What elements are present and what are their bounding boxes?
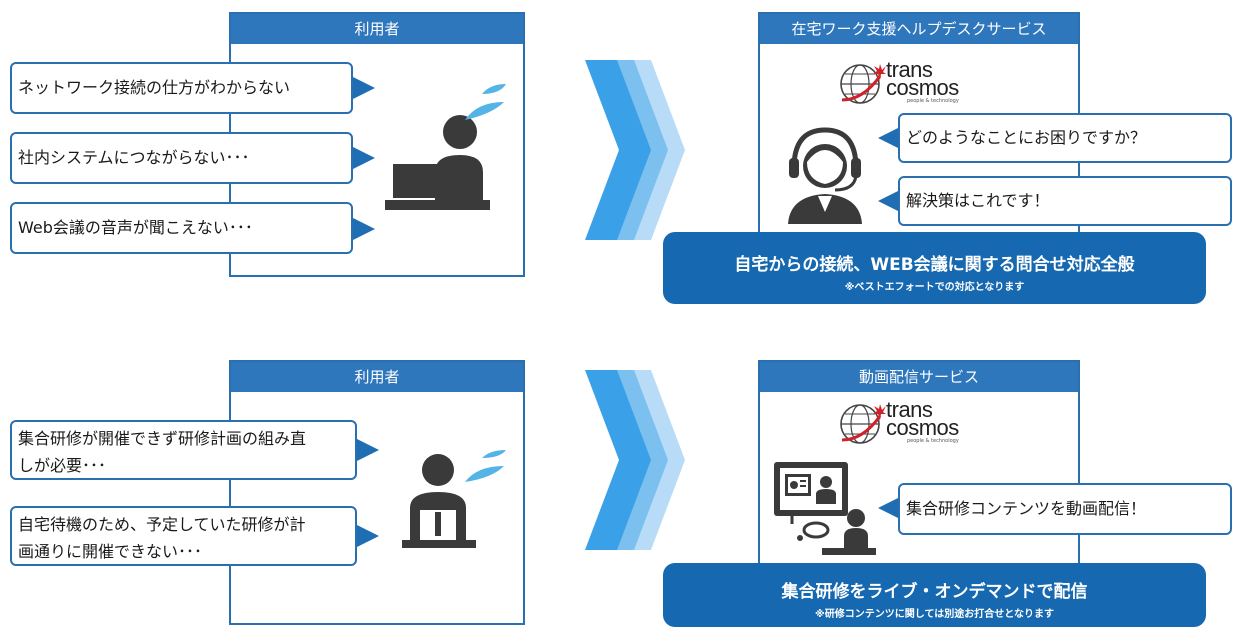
- user-panel-title: 利用者: [231, 14, 523, 44]
- bubble-pointer: [357, 525, 379, 547]
- globe-icon: [840, 64, 886, 104]
- bubble-pointer: [357, 439, 379, 461]
- user-bubble-text: 社内システムにつながらない･･･: [18, 148, 250, 167]
- agent-bubble-question: どのようなことにお困りですか？: [898, 113, 1232, 163]
- banner-title: 自宅からの接続、WEB会議に関する問合せ対応全般: [734, 255, 1135, 275]
- user-panel-title: 利用者: [231, 362, 523, 392]
- service-panel-title: 動画配信サービス: [760, 362, 1078, 392]
- agent-bubble-solution: 解決策はこれです！: [898, 176, 1232, 226]
- agent-bubble-video-delivery: 集合研修コンテンツを動画配信！: [898, 483, 1232, 535]
- user-bubble-network: ネットワーク接続の仕方がわからない: [10, 62, 353, 114]
- user-bubble-text: Web会議の音声が聞こえない･･･: [18, 218, 253, 237]
- user-bubble-home-standby: 自宅待機のため、予定していた研修が計画通りに開催できない･･･: [10, 506, 357, 566]
- user-desk-icon: [402, 454, 476, 548]
- bubble-pointer: [353, 218, 375, 240]
- banner-note: ※ベストエフォートでの対応となります: [844, 282, 1025, 293]
- user-bubble-text: 自宅待機のため、予定していた研修が計画通りに開催できない･･･: [18, 515, 306, 561]
- bubble-pointer: [878, 127, 900, 149]
- globe-icon: [840, 404, 886, 444]
- logo-word-cosmos: cosmos: [886, 74, 959, 100]
- service-panel-title: 在宅ワーク支援ヘルプデスクサービス: [760, 14, 1078, 44]
- agent-bubble-text: 解決策はこれです！: [906, 191, 1050, 210]
- user-panel-2: 利用者: [229, 360, 525, 625]
- agent-bubble-text: 集合研修コンテンツを動画配信！: [906, 499, 1147, 518]
- logo-word-cosmos: cosmos: [886, 414, 959, 440]
- headset-agent-icon: [788, 127, 862, 224]
- flow-chevron-arrow: [585, 60, 685, 240]
- user-bubble-text: ネットワーク接続の仕方がわからない: [18, 78, 291, 97]
- banner-title: 集合研修をライブ・オンデマンドで配信: [781, 582, 1088, 602]
- bubble-pointer: [353, 147, 375, 169]
- user-bubble-audio: Web会議の音声が聞こえない･･･: [10, 202, 353, 254]
- bubble-pointer: [878, 497, 900, 519]
- sweat-drop-icon: [465, 450, 506, 482]
- helpdesk-summary-banner: 自宅からの接続、WEB会議に関する問合せ対応全般 ※ベストエフォートでの対応とな…: [663, 232, 1206, 304]
- logo-word-trans: trans: [886, 56, 933, 82]
- user-bubble-system: 社内システムにつながらない･･･: [10, 132, 353, 184]
- user-laptop-icon: [385, 115, 490, 210]
- trans-cosmos-logo: trans cosmos people & technology: [838, 398, 959, 446]
- video-presentation-icon: [774, 462, 876, 555]
- flow-chevron-arrow: [585, 370, 685, 550]
- bubble-pointer: [353, 77, 375, 99]
- user-bubble-text: 集合研修が開催できず研修計画の組み直しが必要･･･: [18, 429, 307, 475]
- video-summary-banner: 集合研修をライブ・オンデマンドで配信 ※研修コンテンツに関しては別途お打合せとな…: [663, 563, 1206, 627]
- agent-bubble-text: どのようなことにお困りですか？: [906, 128, 1147, 147]
- bubble-pointer: [878, 190, 900, 212]
- logo-tagline: people & technology: [907, 437, 959, 444]
- logo-tagline: people & technology: [907, 97, 959, 104]
- user-bubble-training-plan: 集合研修が開催できず研修計画の組み直しが必要･･･: [10, 420, 357, 480]
- logo-word-trans: trans: [886, 396, 933, 422]
- banner-note: ※研修コンテンツに関しては別途お打合せとなります: [815, 609, 1054, 620]
- trans-cosmos-logo: trans cosmos people & technology: [838, 58, 959, 106]
- sweat-drop-icon: [465, 84, 506, 120]
